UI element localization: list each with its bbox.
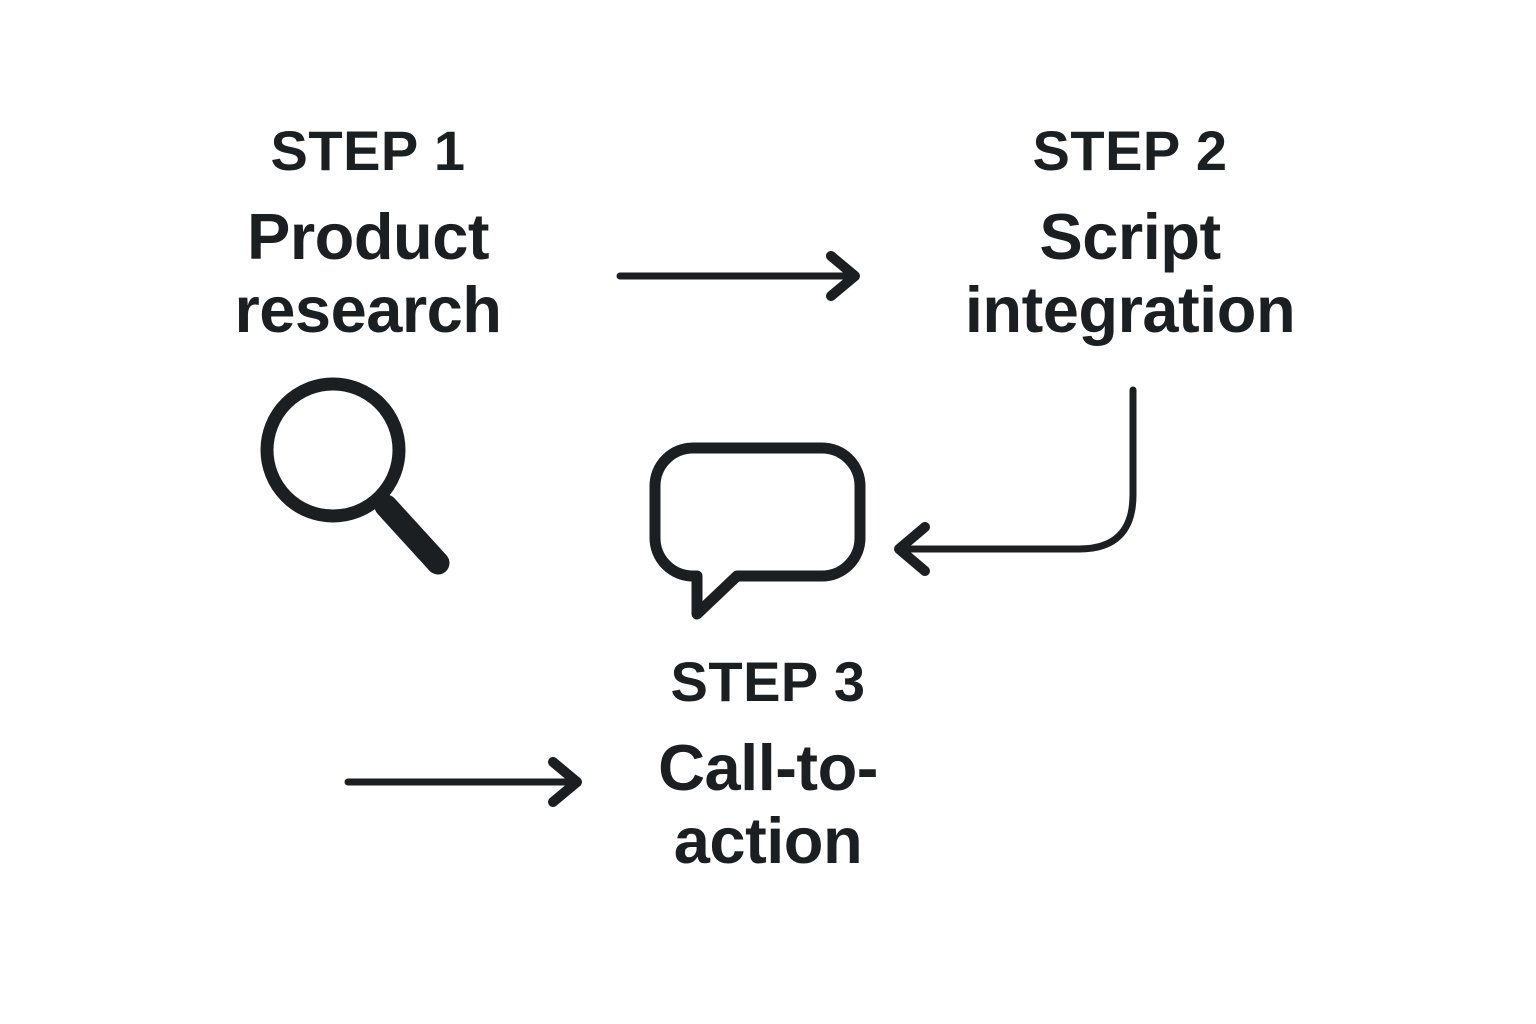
- step-2-title-line-2: integration: [964, 273, 1296, 346]
- step-2-label: STEP 2: [1032, 119, 1228, 182]
- step-3-label: STEP 3: [670, 650, 866, 713]
- step-1-title-line-1: Product: [246, 200, 490, 273]
- step-2-title: Script integration: [930, 200, 1330, 346]
- step-2-title-line-1: Script: [1039, 200, 1221, 273]
- arrow-right-icon: [616, 251, 860, 301]
- curved-arrow-icon: [894, 386, 1137, 576]
- arrow-right-icon: [344, 757, 582, 807]
- step-3-title: Call-to- action: [568, 731, 968, 877]
- step-1: STEP 1 Product research: [168, 119, 568, 347]
- step-3-title-line-2: action: [673, 804, 863, 877]
- magnifying-glass-icon: [260, 377, 450, 575]
- step-2: STEP 2 Script integration: [930, 119, 1330, 347]
- step-3-title-line-1: Call-to-: [658, 731, 878, 804]
- speech-bubble-icon: [649, 442, 866, 620]
- step-1-label: STEP 1: [270, 119, 466, 182]
- step-3: STEP 3 Call-to- action: [568, 650, 968, 878]
- step-1-title: Product research: [168, 200, 568, 346]
- step-1-title-line-2: research: [234, 273, 502, 346]
